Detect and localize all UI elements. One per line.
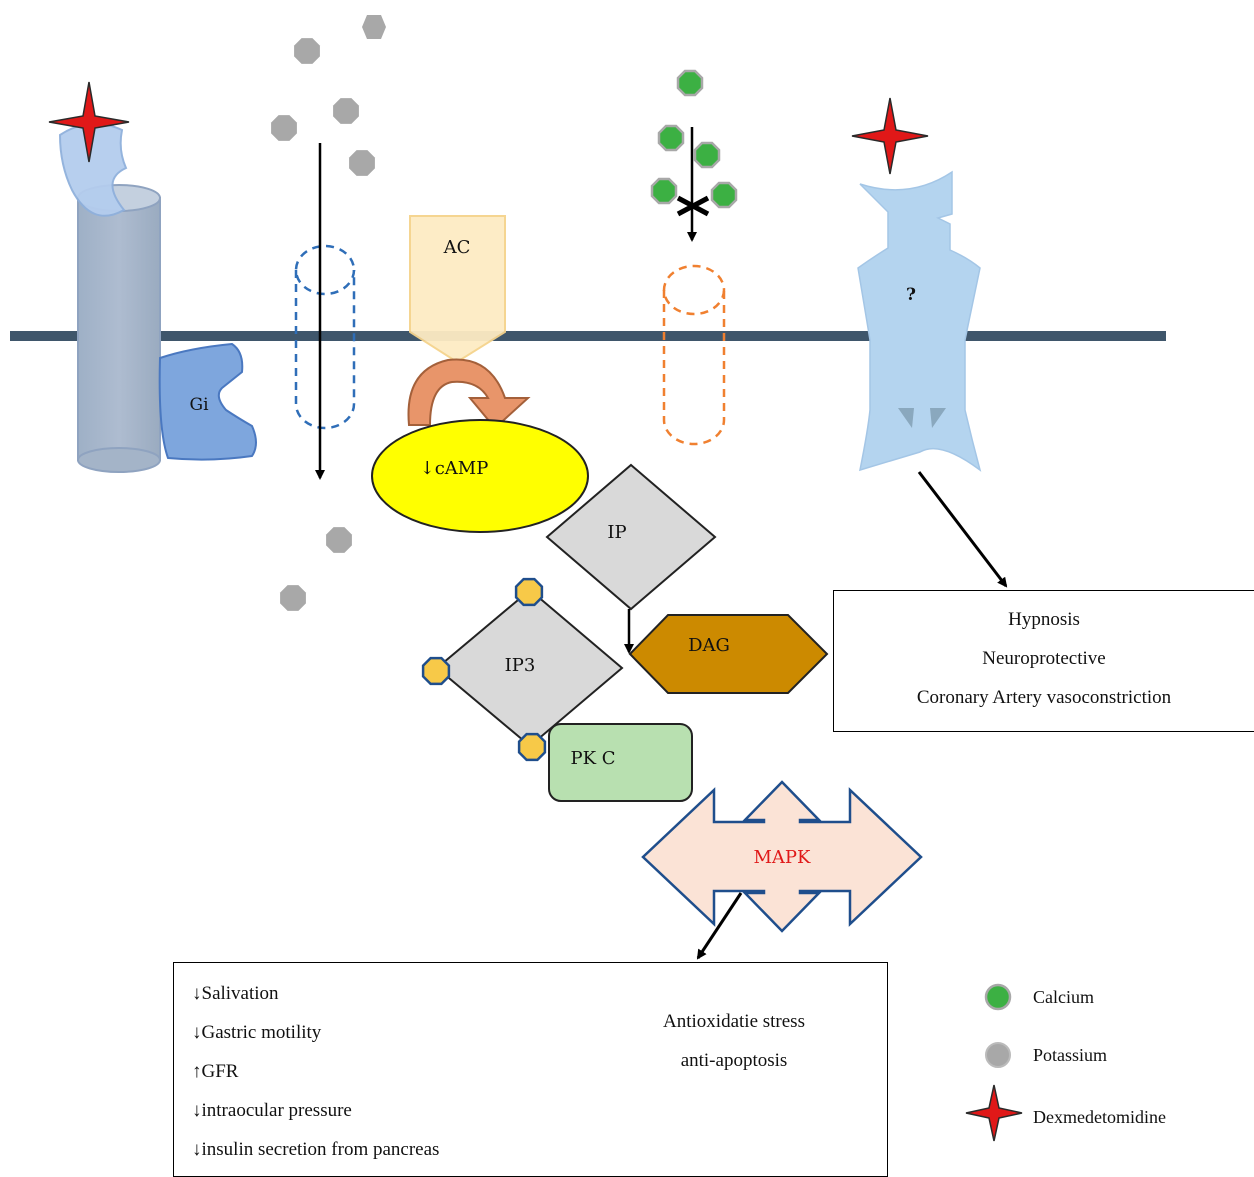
potassium-ion: [333, 98, 359, 124]
effect-item: Coronary Artery vasoconstriction: [916, 687, 1172, 708]
potassium-ion: [326, 527, 352, 553]
legend-calcium-label: Calcium: [1033, 987, 1094, 1007]
effect-item: Neuroprotective: [982, 648, 1106, 669]
dag-node: DAG: [628, 614, 829, 694]
mapk-node: MAPK: [641, 780, 923, 933]
unknown-receptor: ?: [857, 170, 982, 472]
pkc-label: PK C: [570, 748, 615, 769]
calcium-ion: [710, 181, 738, 209]
alpha2-receptor: [58, 122, 161, 473]
potassium-ion: [294, 38, 320, 64]
effect-item: Hypnosis: [1008, 609, 1080, 630]
ip3-label: IP3: [505, 655, 536, 676]
blocked-x-icon: [676, 195, 710, 217]
potassium-ions: [362, 15, 386, 39]
ip-node: IP: [545, 463, 717, 611]
outcome-item: ↓Gastric motility: [192, 1022, 322, 1043]
dexmedetomidine-markers: [48, 81, 1023, 1142]
calcium-ion: [676, 69, 704, 97]
outcome-item: ↓intraocular pressure: [192, 1100, 352, 1121]
potassium-ion: [280, 585, 306, 611]
ac-label: AC: [443, 237, 471, 258]
mapk-to-outcomes-arrow: [696, 892, 743, 960]
outcome-item: ↑GFR: [192, 1061, 239, 1082]
camp-label: ↓cAMP: [420, 458, 489, 479]
outcome-item: ↓Salivation: [192, 983, 279, 1004]
cell-membrane: [10, 331, 1166, 341]
camp-node: ↓cAMP: [371, 419, 589, 533]
phosphate-group: [514, 577, 544, 607]
calcium-legend-icon: [984, 983, 1012, 1011]
gi-protein: Gi: [158, 342, 257, 461]
atp-to-camp-arrow: [407, 358, 531, 430]
dag-label: DAG: [688, 635, 730, 656]
receptor-to-effects-arrow: [917, 471, 1008, 588]
potassium-ion: [349, 150, 375, 176]
calcium-ion: [650, 177, 678, 205]
calcium-ion: [657, 124, 685, 152]
adenylyl-cyclase: AC: [409, 215, 506, 364]
potassium-ion-group: [271, 38, 375, 611]
dexmedetomidine-star-icon: [851, 97, 929, 175]
legend-dexmedetomidine-label: Dexmedetomidine: [1033, 1107, 1166, 1127]
calcium-ion-group: [650, 69, 738, 209]
potassium-ion: [271, 115, 297, 141]
ip-label: IP: [607, 522, 626, 543]
mapk-outcomes-box: ↓Salivation ↓Gastric motility ↑GFR ↓intr…: [173, 962, 888, 1177]
unknown-receptor-label: ?: [906, 285, 916, 305]
outcome-item-right: anti-apoptosis: [680, 1050, 788, 1071]
receptor-effects-box: Hypnosis Neuroprotective Coronary Artery…: [833, 590, 1254, 732]
legend-potassium-label: Potassium: [1033, 1045, 1108, 1065]
phosphate-group: [421, 656, 451, 686]
phosphate-groups: [421, 577, 547, 762]
dexmedetomidine-legend-icon: [965, 1084, 1023, 1142]
ip3-node: IP3: [435, 588, 624, 748]
gi-label: Gi: [189, 395, 209, 415]
potassium-channel: [294, 143, 356, 480]
mapk-label: MAPK: [754, 847, 812, 868]
pkc-node: PK C: [548, 723, 693, 802]
outcome-item: ↓insulin secretion from pancreas: [192, 1139, 440, 1160]
potassium-legend-icon: [985, 1042, 1011, 1068]
calcium-ion: [693, 141, 721, 169]
calcium-channel: [662, 127, 726, 446]
dexmedetomidine-star-icon: [48, 81, 130, 163]
outcome-item-right: Antioxidatie stress: [663, 1011, 805, 1032]
phosphate-group: [517, 732, 547, 762]
legend: Calcium Potassium Dexmedetomidine: [960, 975, 1250, 1155]
legend-icons: [984, 983, 1012, 1068]
